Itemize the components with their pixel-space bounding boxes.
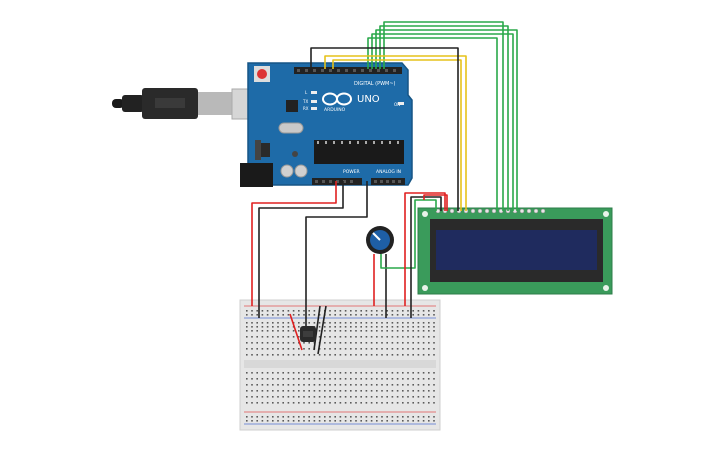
wire-red-sensor (289, 313, 303, 351)
arduino-model: UNO (357, 94, 380, 105)
lcd-display (417, 207, 613, 295)
arduino-board: DIGITAL (PWM~) L TX RX ARDUINO UNO ON (240, 62, 413, 187)
wire-yellow-2 (332, 59, 462, 211)
led-tx-label: TX (302, 99, 308, 104)
usb-cable-icon (112, 88, 271, 120)
wire-green-2 (375, 29, 518, 211)
led-l-label: L (305, 90, 308, 95)
wire-black-sensor-lead2 (317, 305, 327, 355)
arduino-infinity-logo-icon (322, 92, 352, 106)
arduino-brand: ARDUINO (324, 107, 346, 113)
wires (251, 21, 518, 355)
wire-green-4 (383, 21, 504, 211)
breadboard (239, 299, 441, 431)
potentiometer-icon[interactable] (366, 226, 394, 254)
wire-black-sensor (305, 181, 368, 332)
temperature-sensor-icon (300, 326, 316, 342)
wire-green-5 (367, 37, 498, 211)
analog-header-label: ANALOG IN (376, 169, 401, 175)
wire-red-lcd-2 (423, 194, 448, 211)
power-header-label: POWER (343, 169, 360, 175)
wire-black-top (310, 47, 459, 211)
on-led-label: ON (394, 102, 400, 107)
wire-black-sensor-lead (313, 305, 321, 351)
wire-red-lcd (404, 192, 446, 306)
digital-header-label: DIGITAL (PWM~) (354, 81, 396, 87)
led-rx-label: RX (303, 106, 309, 111)
wire-green-1 (371, 33, 514, 211)
wire-green-pot (380, 199, 437, 269)
wire-yellow-1 (324, 55, 467, 211)
wire-black-lcd (410, 196, 442, 318)
wire-red-5v (251, 181, 337, 306)
wire-black-gnd (258, 181, 344, 318)
